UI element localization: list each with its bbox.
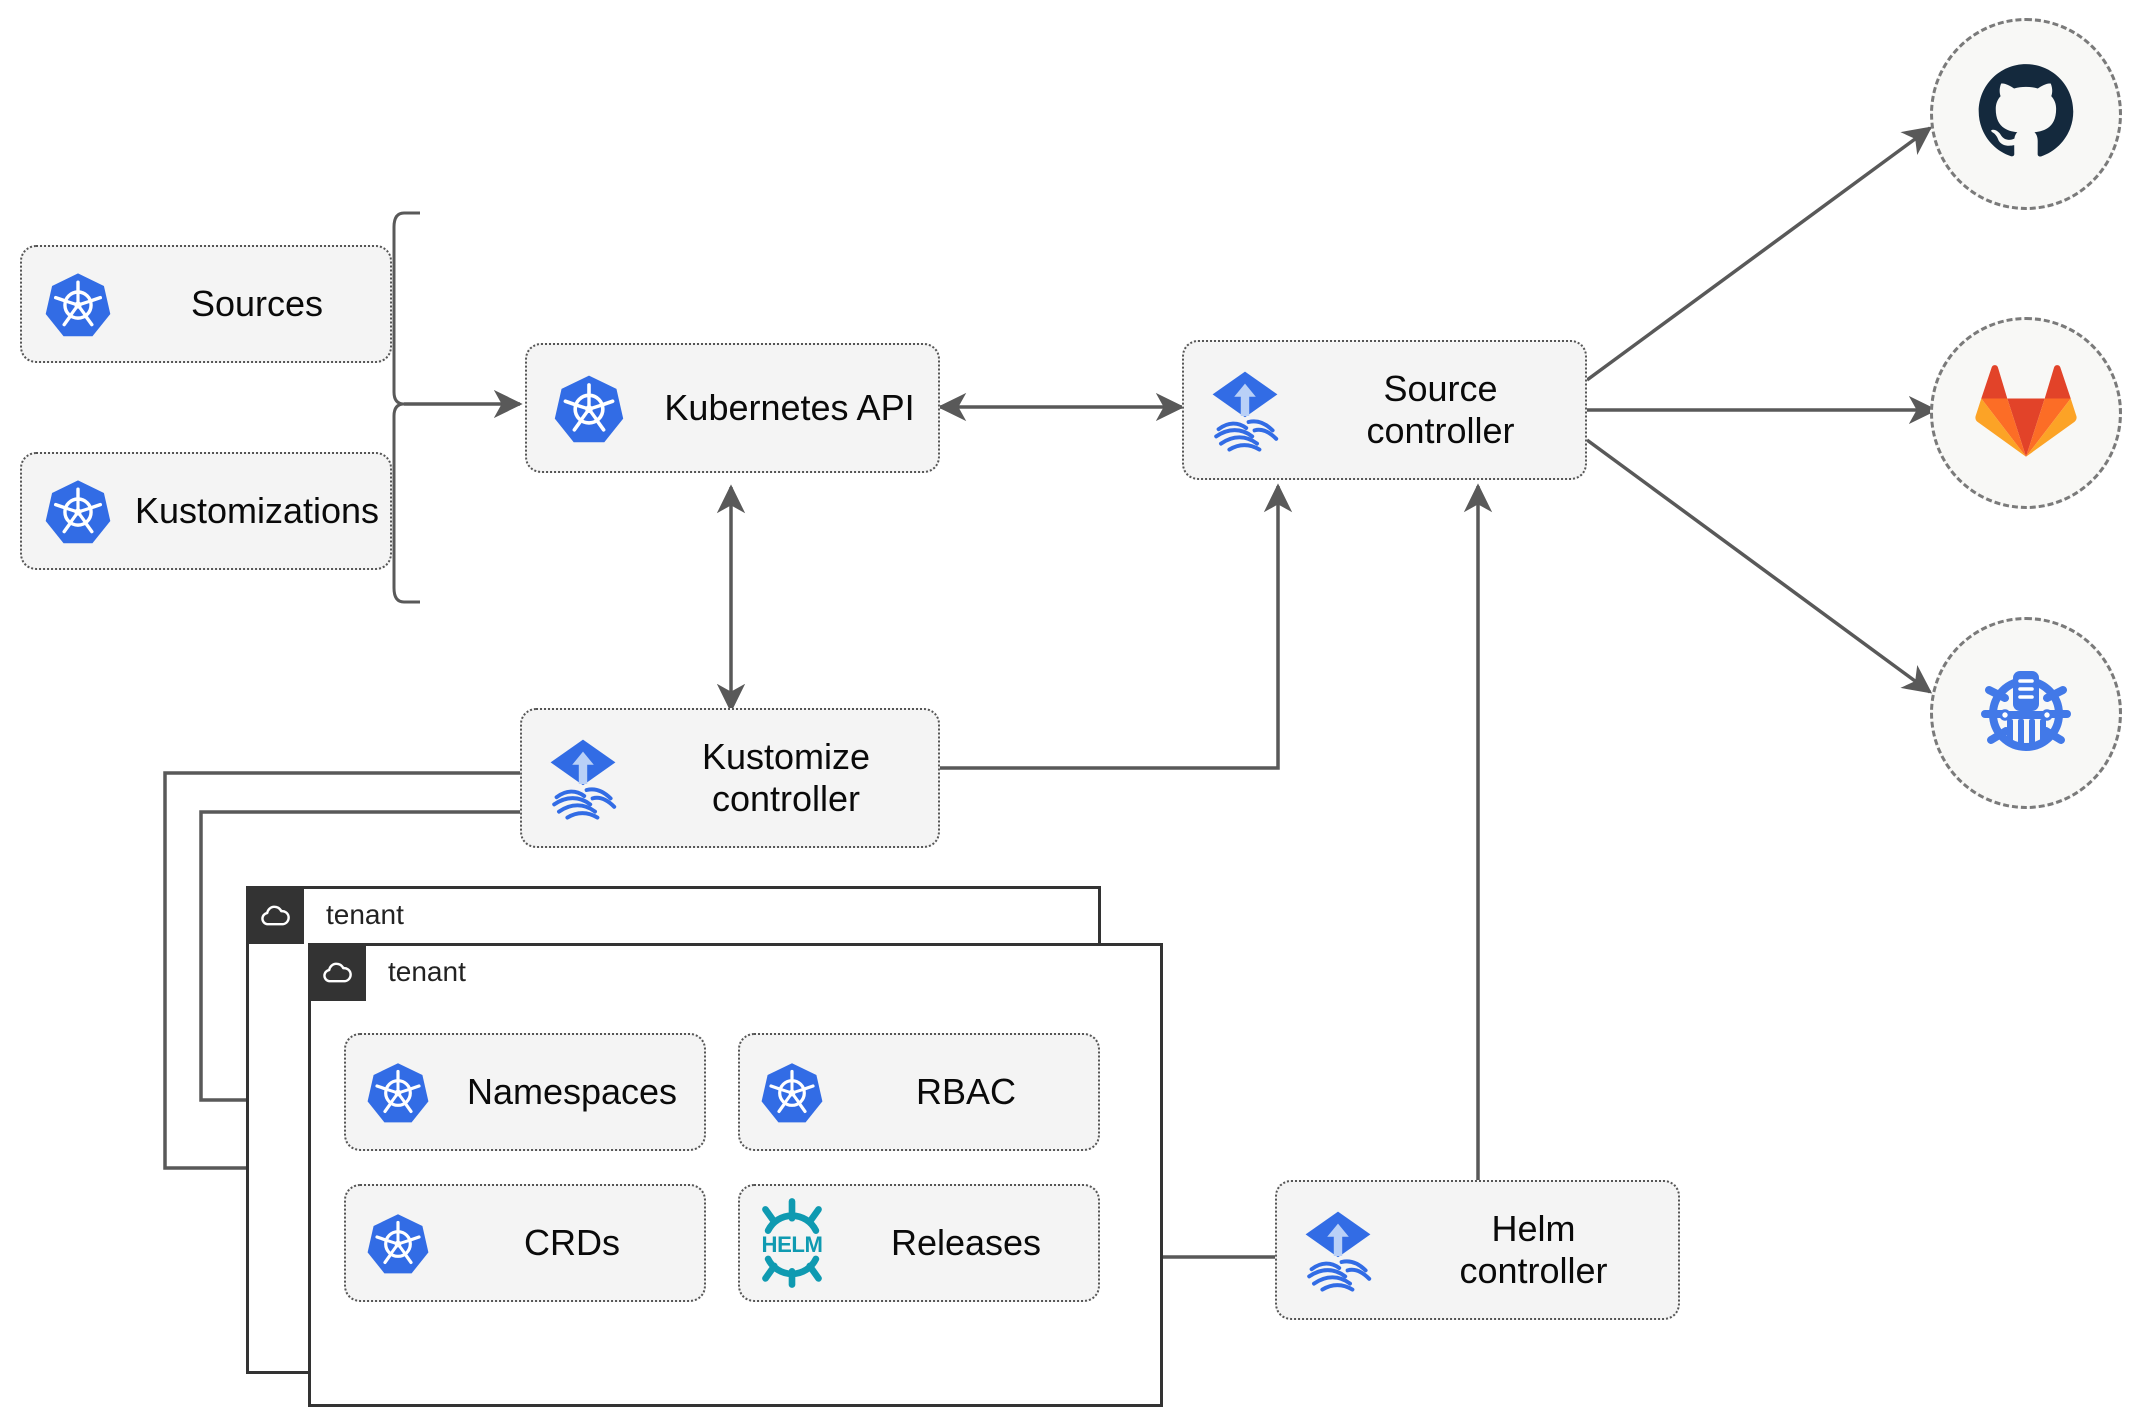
edge-sources-brace (392, 211, 523, 604)
provider-github[interactable] (1930, 18, 2122, 210)
edge-sourcectrl-bucket (1585, 438, 1933, 694)
flux-icon (522, 736, 644, 820)
node-sources-label: Sources (190, 282, 324, 324)
helm-icon: HELM (740, 1197, 844, 1289)
cloud-icon (308, 943, 366, 1001)
tenant-inner-label: tenant (388, 956, 466, 987)
node-helm-controller[interactable]: Helm controller (1275, 1180, 1680, 1320)
tenant-outer-tab: tenant (246, 886, 404, 944)
tenant-inner-tab: tenant (308, 943, 466, 1001)
node-crds-label: CRDs (524, 1221, 620, 1263)
flux-icon (1277, 1208, 1399, 1292)
kubernetes-icon (740, 1060, 844, 1124)
kubernetes-icon (527, 372, 651, 444)
github-icon (1976, 62, 2076, 167)
node-kustomize-controller[interactable]: Kustomize controller (520, 708, 940, 848)
edge-kustomizectrl-sourcectrl (940, 483, 1293, 770)
cloud-icon (246, 886, 304, 944)
node-releases[interactable]: HELM Releases (738, 1184, 1100, 1302)
helm-repository-icon (1971, 656, 2081, 771)
node-source-controller[interactable]: Source controller (1182, 340, 1587, 480)
kubernetes-icon (346, 1060, 450, 1124)
node-kustomizations-label: Kustomizations (134, 489, 380, 531)
node-source-controller-label: Source controller (1366, 367, 1515, 451)
kubernetes-icon (22, 477, 134, 545)
node-rbac[interactable]: RBAC (738, 1033, 1100, 1151)
edge-sourcectrl-github (1585, 126, 1933, 382)
node-kustomizations[interactable]: Kustomizations (20, 452, 392, 570)
node-kustomize-controller-label: Kustomize controller (701, 735, 871, 819)
node-sources[interactable]: Sources (20, 245, 392, 363)
kubernetes-icon (22, 270, 134, 338)
node-kubernetes-api[interactable]: Kubernetes API (525, 343, 940, 473)
node-rbac-label: RBAC (915, 1070, 1017, 1112)
node-helm-controller-label: Helm controller (1459, 1207, 1608, 1291)
node-namespaces-label: Namespaces (466, 1070, 678, 1112)
provider-gitlab[interactable] (1930, 317, 2122, 509)
node-kubernetes-api-label: Kubernetes API (664, 386, 915, 428)
provider-helm-repository[interactable] (1930, 617, 2122, 809)
svg-text:HELM: HELM (762, 1232, 823, 1257)
kubernetes-icon (346, 1211, 450, 1275)
tenant-outer-label: tenant (326, 899, 404, 930)
node-releases-label: Releases (890, 1221, 1042, 1263)
node-crds[interactable]: CRDs (344, 1184, 706, 1302)
tenant-box-inner[interactable]: tenant (308, 943, 1163, 1407)
node-namespaces[interactable]: Namespaces (344, 1033, 706, 1151)
flux-icon (1184, 368, 1306, 452)
gitlab-icon (1974, 361, 2078, 466)
